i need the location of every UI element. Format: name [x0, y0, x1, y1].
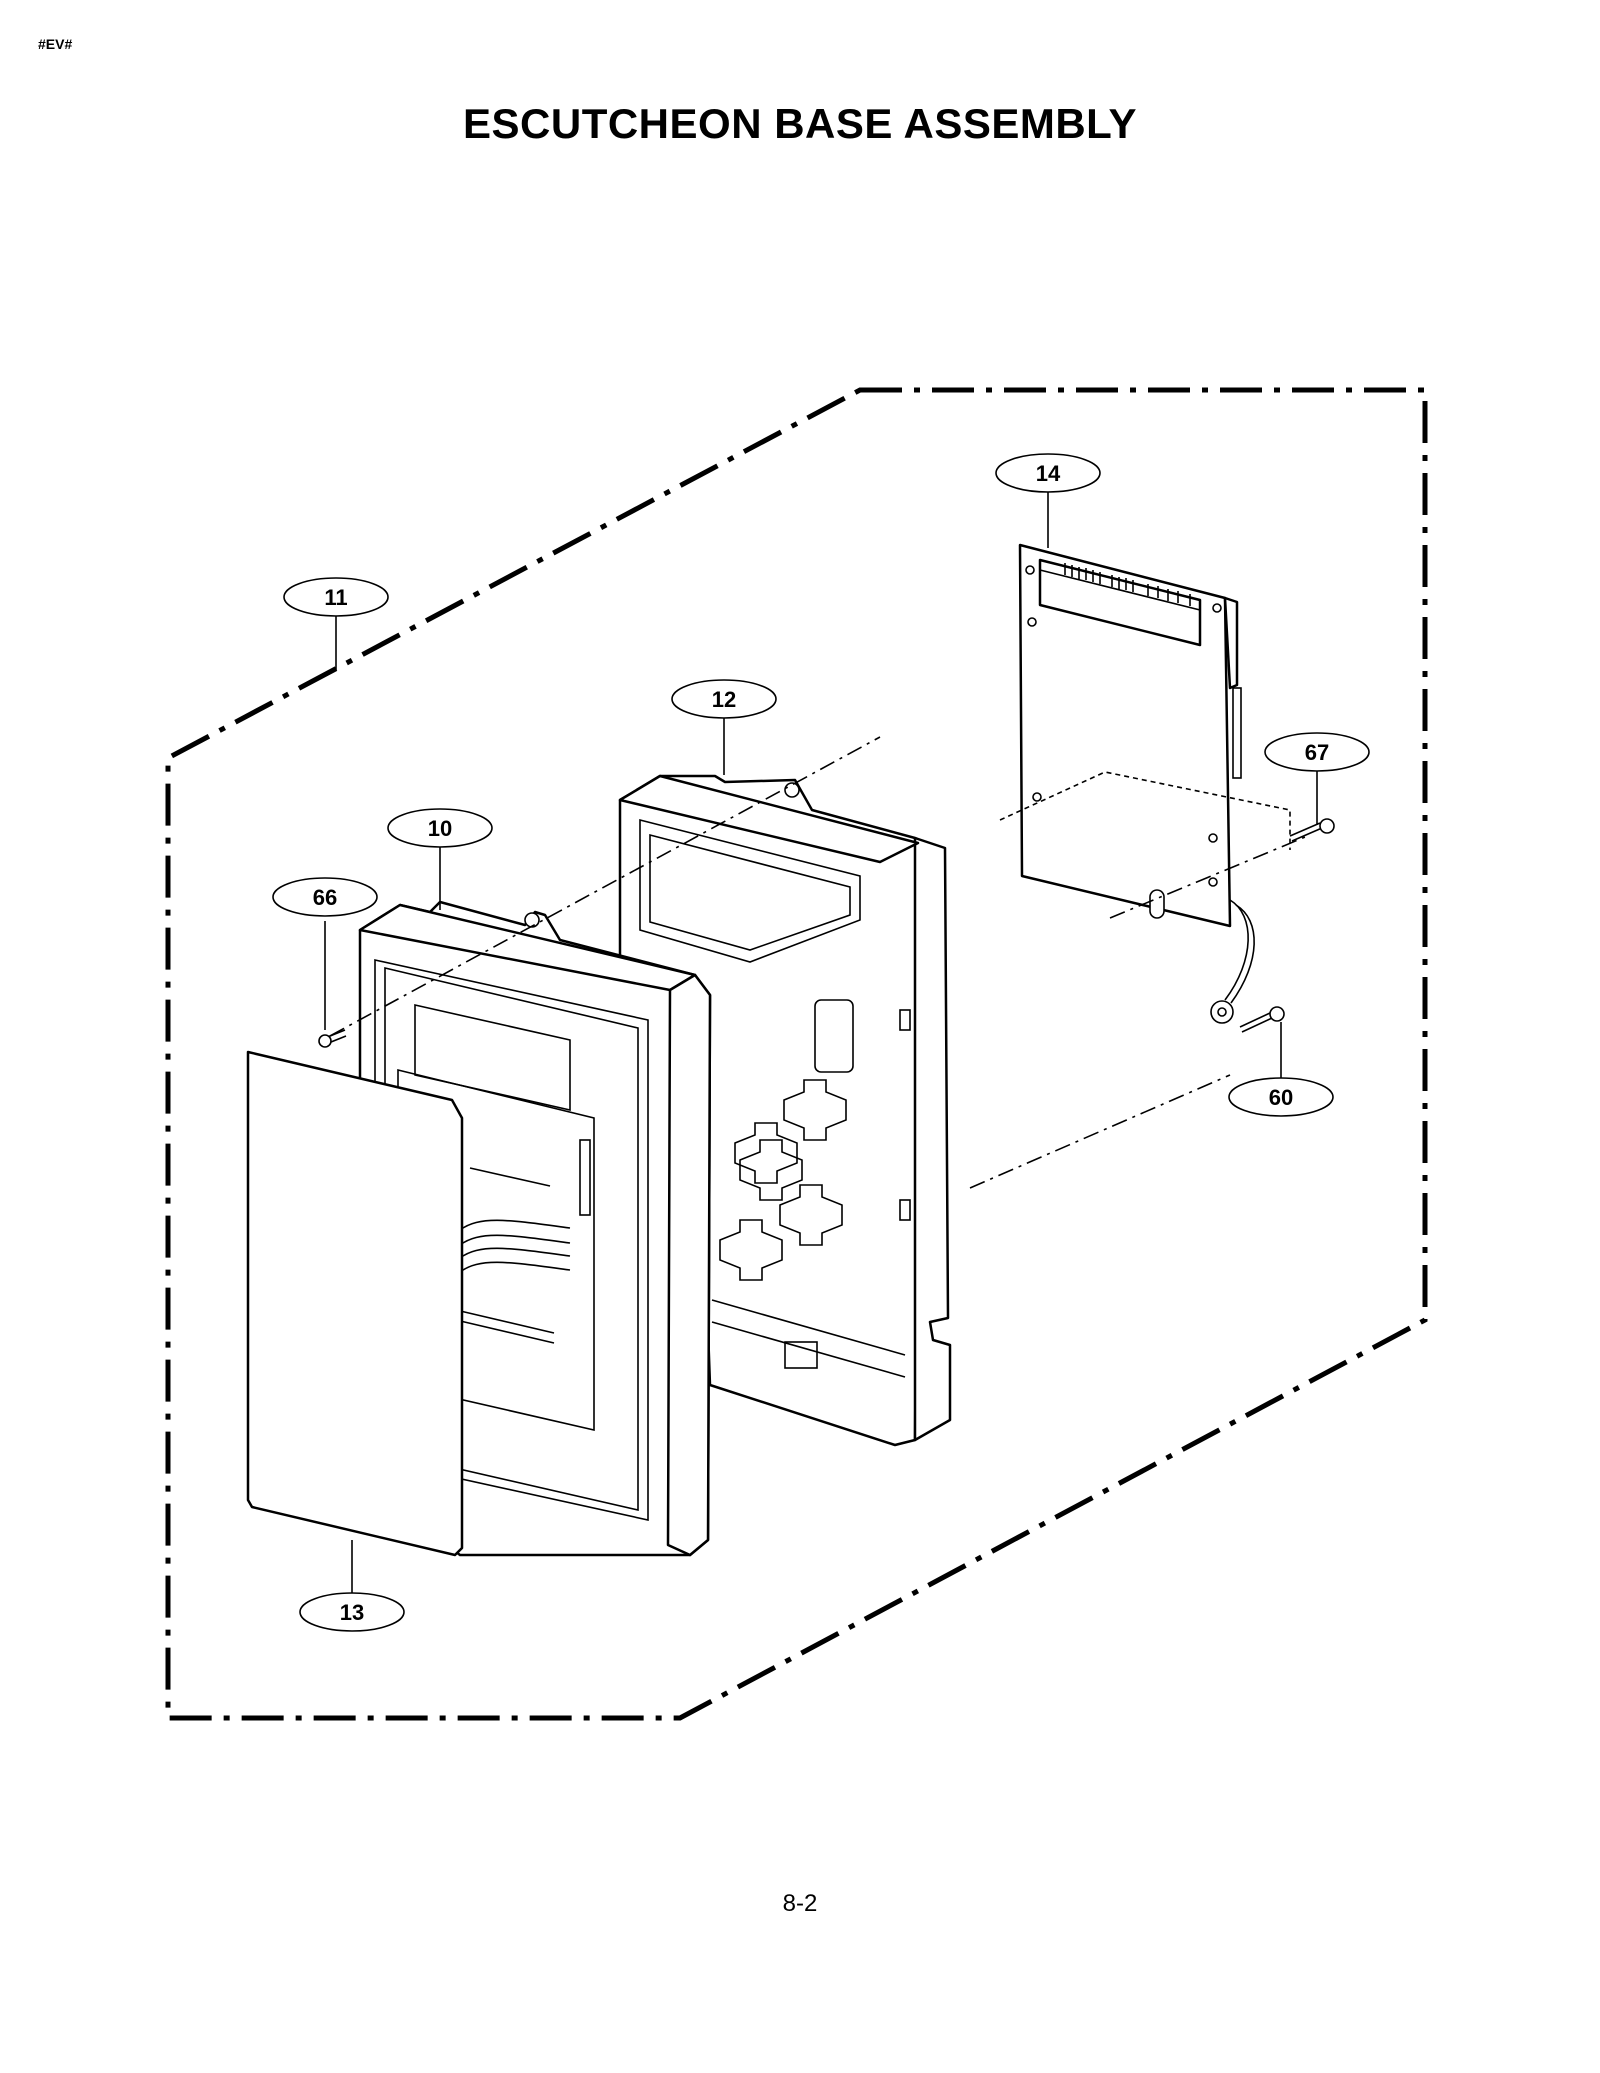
callout-12: 12 [671, 679, 777, 719]
svg-text:14: 14 [1036, 461, 1061, 486]
callout-11: 11 [283, 577, 389, 617]
document-tag: #EV# [38, 36, 73, 52]
svg-text:67: 67 [1305, 740, 1329, 765]
page-title: ESCUTCHEON BASE ASSEMBLY [463, 100, 1137, 147]
page-number: 8-2 [782, 1890, 818, 1917]
callout-66: 66 [272, 877, 378, 917]
part-67-screw [1289, 818, 1335, 842]
assembly-boundary [165, 387, 1428, 1721]
svg-text:60: 60 [1269, 1085, 1293, 1110]
svg-text:10: 10 [428, 816, 452, 841]
callout-13: 13 [299, 1592, 405, 1632]
part-13-panel [246, 1050, 464, 1557]
callout-60: 60 [1228, 1077, 1334, 1117]
svg-text:66: 66 [313, 885, 337, 910]
part-60-screw [1239, 1006, 1285, 1033]
svg-text:11: 11 [324, 585, 347, 610]
callout-14: 14 [995, 453, 1101, 493]
svg-text:12: 12 [712, 687, 736, 712]
part-14-pcb [1018, 543, 1242, 928]
callout-67: 67 [1264, 732, 1370, 772]
svg-text:13: 13 [340, 1600, 364, 1625]
part-12-frame [618, 774, 952, 1447]
callout-10: 10 [387, 808, 493, 848]
part-66-screw [318, 1029, 347, 1048]
